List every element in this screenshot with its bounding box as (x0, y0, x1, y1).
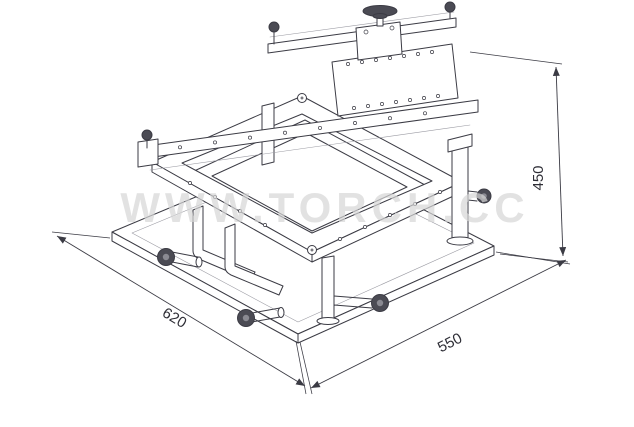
gantry-upper-rod (149, 124, 471, 171)
perforated-plate (211, 132, 408, 232)
dim-height-ext-1 (469, 51, 563, 65)
dim-depth-line (310, 259, 567, 389)
dim-width-line (56, 235, 306, 387)
column-cap (447, 133, 473, 153)
gantry-knob (141, 129, 153, 141)
gantry-rail (137, 99, 479, 171)
handle-boss (372, 13, 388, 19)
head-left-knob (268, 21, 280, 45)
print-head-assembly (267, 1, 459, 117)
dimension-height: 450 (469, 51, 569, 263)
watermark: WWW.TORCH.CC (120, 184, 529, 231)
right-support-column (446, 133, 492, 246)
squeegee-carriage (355, 21, 403, 61)
gantry-screw-holes (178, 111, 427, 150)
dim-width-ext-1 (51, 231, 111, 239)
front-post-foot (316, 317, 340, 325)
head-rail-rod (269, 11, 455, 38)
dimension-depth-label: 550 (435, 330, 465, 357)
frame-screw-holes (188, 181, 442, 241)
column-foot (446, 236, 474, 246)
gantry-end-block (137, 129, 159, 168)
dim-height-line (552, 66, 567, 257)
side-clamp-knob (467, 188, 492, 204)
dim-depth-ext-1 (299, 341, 313, 395)
head-plate-holes (346, 50, 440, 110)
dimension-height-label: 450 (530, 165, 547, 190)
print-handle (362, 5, 398, 27)
dimension-width-label: 620 (159, 304, 189, 331)
front-post-body (321, 255, 335, 323)
head-right-knob (444, 1, 456, 19)
dim-height-ext-2 (499, 253, 569, 263)
